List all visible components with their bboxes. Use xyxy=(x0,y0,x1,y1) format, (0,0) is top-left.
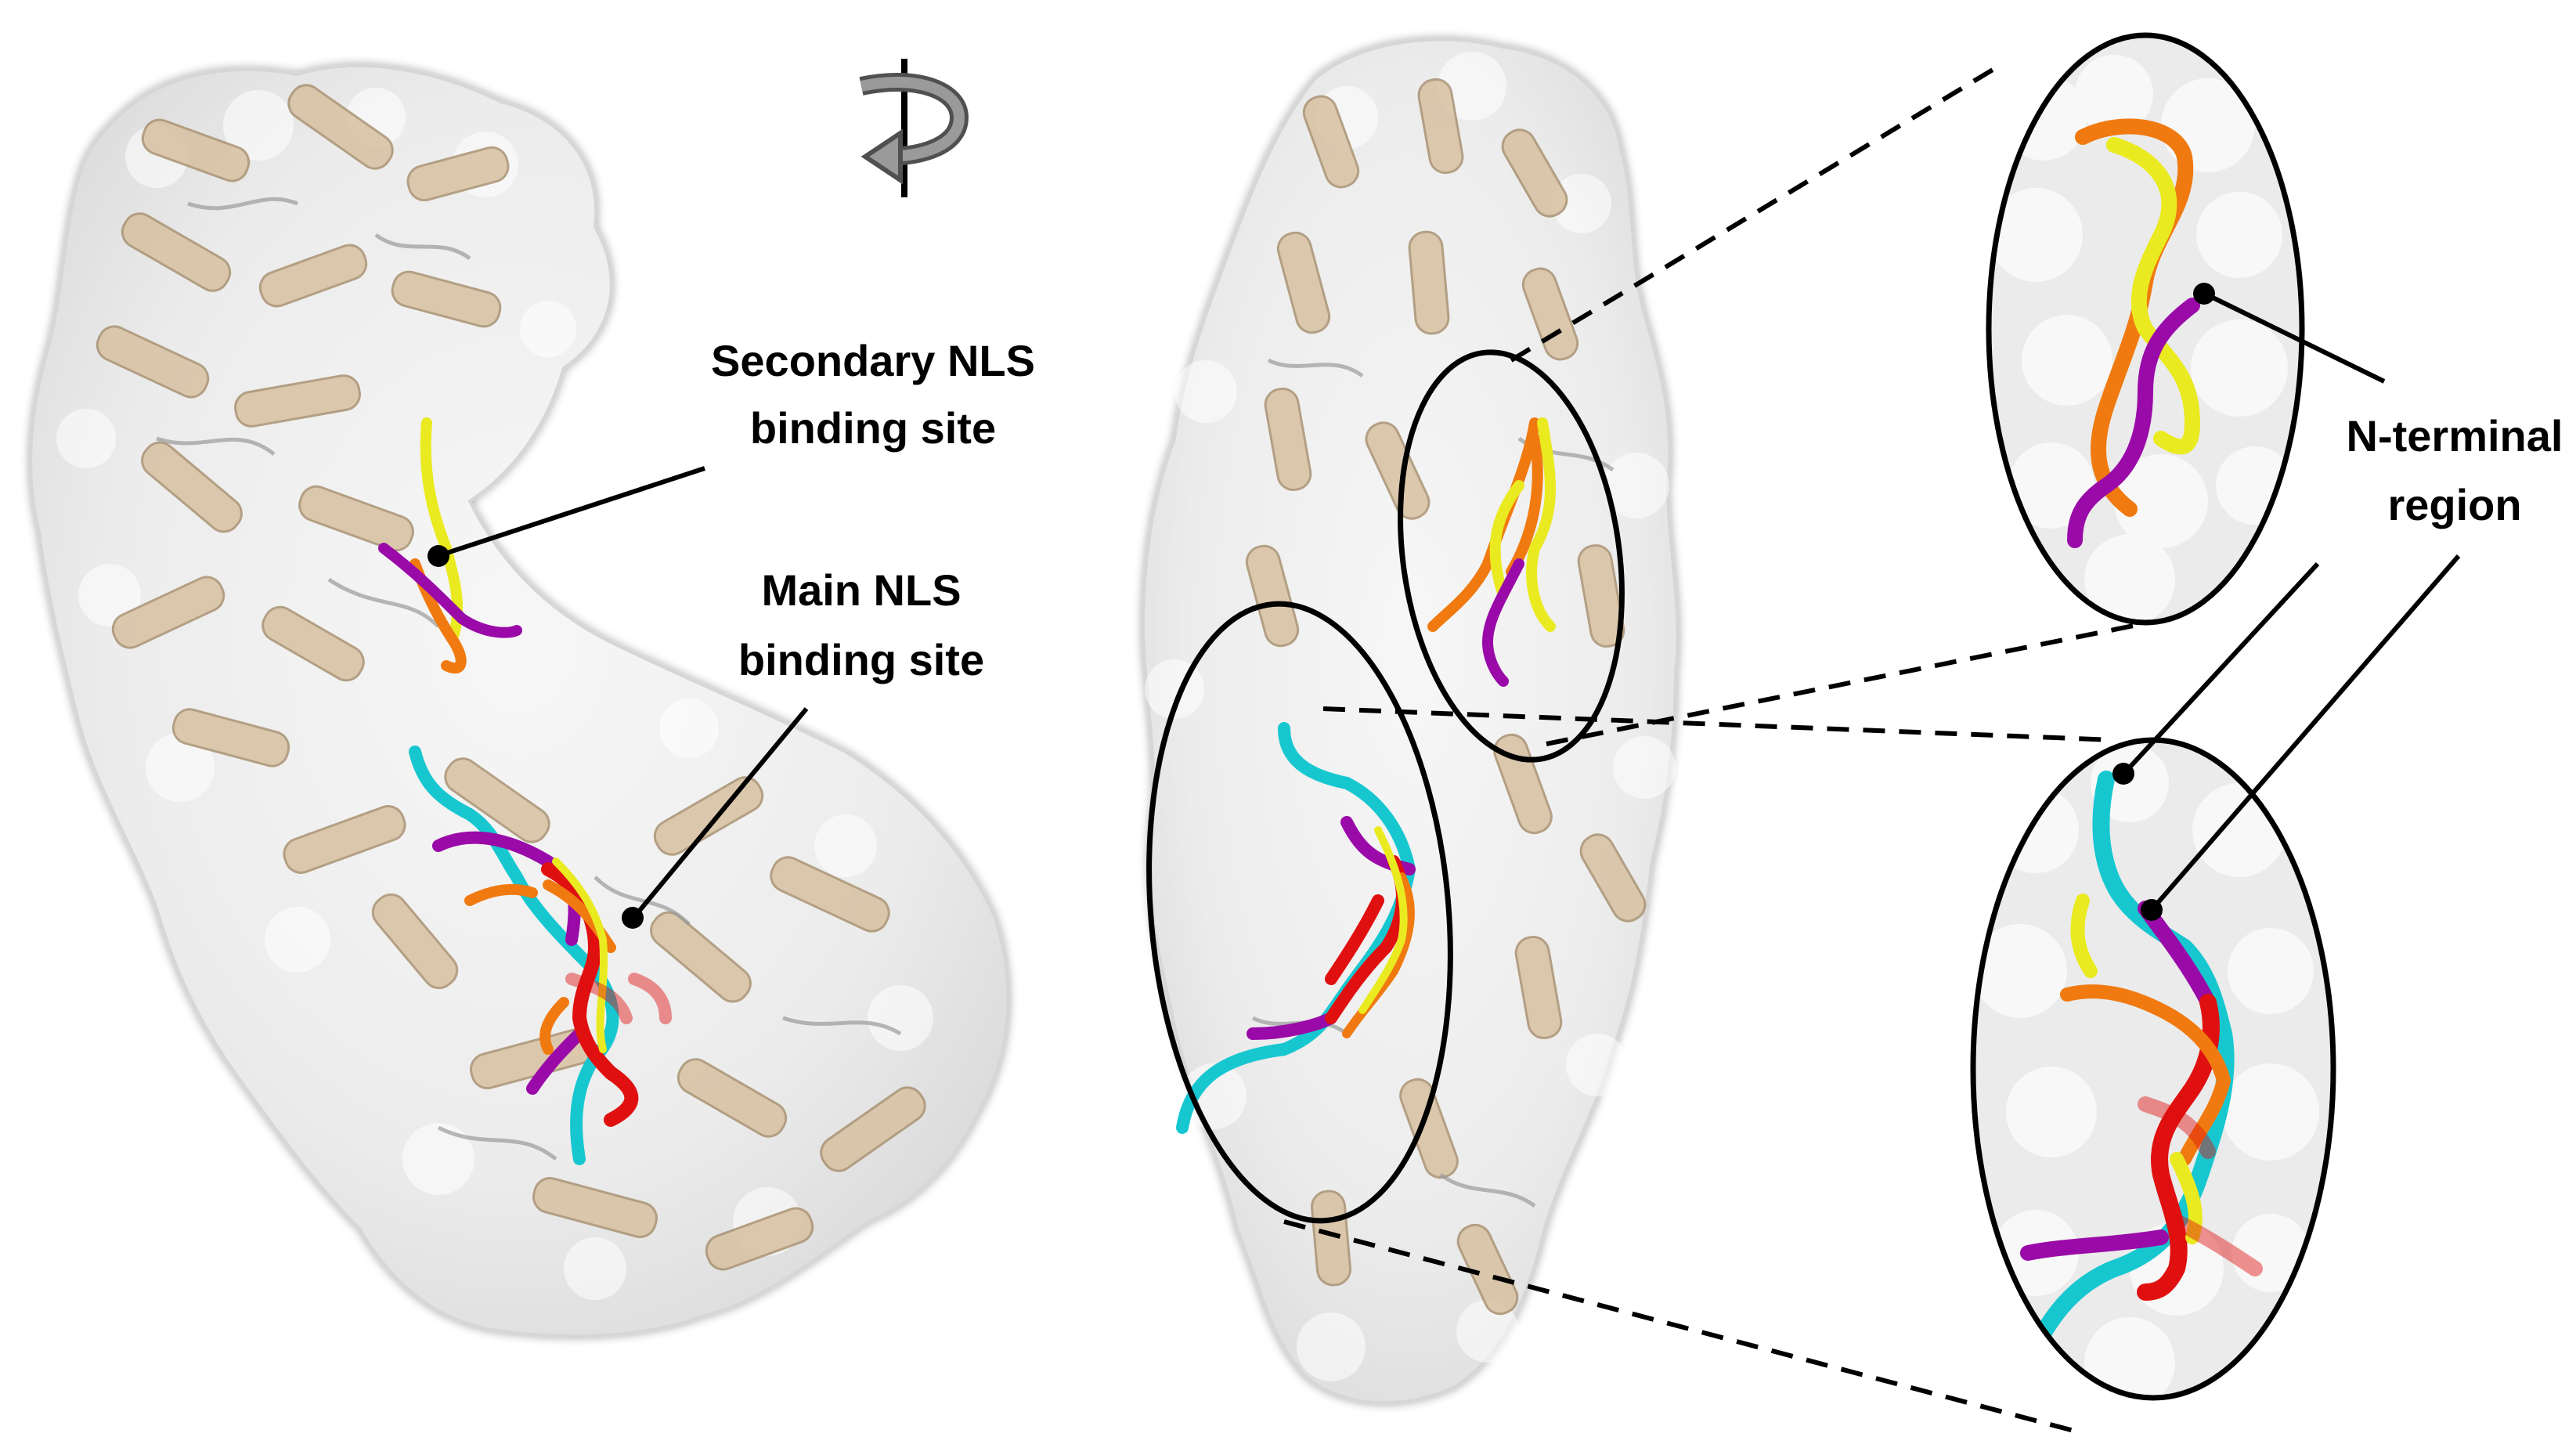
peptide-yellow xyxy=(2070,894,2203,1244)
zoom-top-frame xyxy=(1986,32,2305,626)
label-secondary-nls-site: Secondary NLS binding site xyxy=(428,336,1035,567)
middle-protein-structure xyxy=(1141,38,1679,1405)
left-main-site-peptides xyxy=(409,746,672,1165)
left-surface-bumps xyxy=(56,88,933,1300)
peptide-yellow xyxy=(2106,137,2200,455)
bottom-site-highlight-ellipse xyxy=(1146,601,1453,1224)
peptide-yellow xyxy=(1358,826,1408,1014)
secondary-label-line1: Secondary NLS xyxy=(711,336,1035,385)
zoom-top-leader xyxy=(2193,283,2386,384)
peptide-yellow xyxy=(552,857,608,1053)
rotate-180-about-vertical-axis-icon xyxy=(859,59,969,197)
peptide-orange xyxy=(2060,984,2231,1166)
zoom-top-secondary-site xyxy=(1986,32,2305,626)
left-protein-structure xyxy=(29,63,1010,1338)
main-label-line2: binding site xyxy=(738,635,984,684)
middle-secondary-site-peptides xyxy=(1427,417,1556,687)
peptide-yellow xyxy=(1489,417,1556,632)
label-main-nls-site: Main NLS binding site xyxy=(622,565,984,929)
peptide-red xyxy=(2137,994,2220,1301)
peptide-cyan xyxy=(1176,722,1416,1134)
peptide-orange xyxy=(1427,417,1543,632)
zoom-connector-lines xyxy=(1283,60,2150,1435)
nterm-label-line1: N-terminal xyxy=(2347,411,2563,460)
secondary-label-line2: binding site xyxy=(750,403,996,453)
left-molecular-surface xyxy=(29,63,1010,1338)
peptide-magenta xyxy=(378,543,522,638)
peptide-yellow xyxy=(420,417,464,640)
middle-main-site-peptides xyxy=(1176,722,1416,1134)
top-site-highlight-ellipse xyxy=(1398,349,1625,763)
peptide-cyan xyxy=(409,746,619,1165)
nterm-label-line2: region xyxy=(2387,480,2521,529)
peptide-red-translucent xyxy=(2138,1096,2263,1276)
peptide-magenta xyxy=(2067,298,2200,548)
peptide-magenta xyxy=(1482,558,1524,687)
left-loops xyxy=(156,197,902,1161)
middle-surface-bumps xyxy=(1145,52,1676,1381)
peptide-red-translucent xyxy=(565,973,672,1024)
left-helices xyxy=(96,84,926,1271)
zoom-bottom-main-site xyxy=(1970,737,2336,1401)
left-secondary-site-peptides xyxy=(378,417,522,674)
main-label-line1: Main NLS xyxy=(761,565,961,615)
label-n-terminal-region: N-terminal region xyxy=(2112,411,2563,921)
